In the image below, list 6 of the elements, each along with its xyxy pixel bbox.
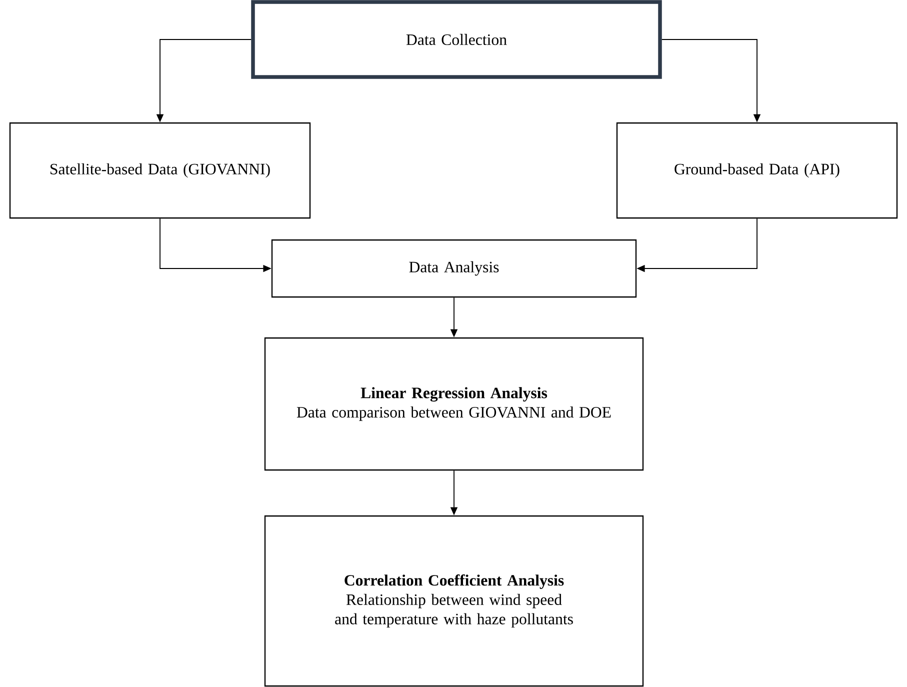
process-box: Correlation Coefficient Analysis Relationship between wind speed and temperature with haze pollutants: [264, 515, 644, 687]
process-box: Satellite-based Data (GIOVANNI): [9, 122, 311, 219]
process-box: Linear Regression Analysis Data comparison between GIOVANNI and DOE: [264, 337, 644, 471]
heading-box: Data Collection: [251, 0, 662, 79]
process-box: Data Analysis: [271, 239, 637, 298]
process-box: Ground-based Data (API): [616, 122, 898, 219]
